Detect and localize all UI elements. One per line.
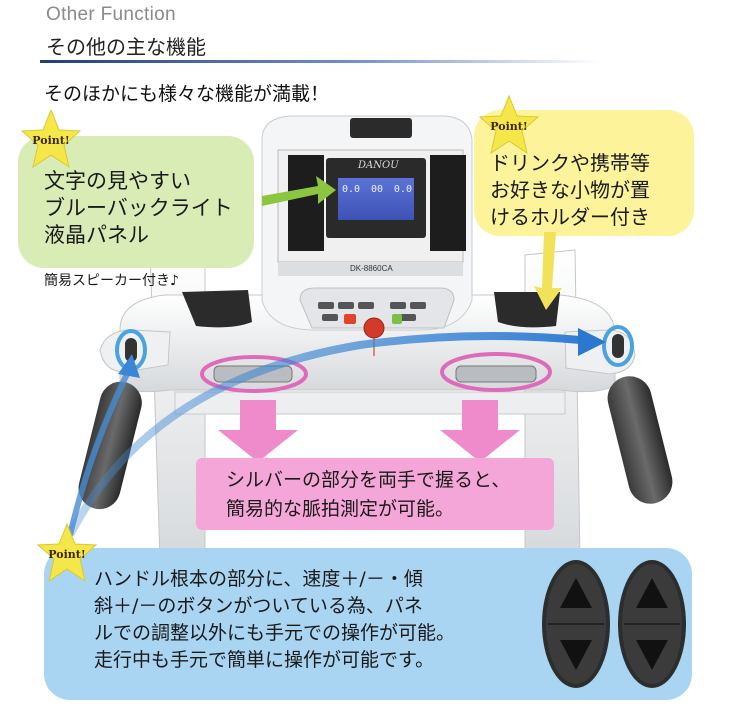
display-feature-text: 文字の見やすい ブルーバックライト 液晶パネル xyxy=(44,168,233,249)
header-divider xyxy=(40,60,600,63)
holder-feature-text: ドリンクや携帯等 お好きな小物が置 けるホルダー付き xyxy=(490,150,650,231)
lcd-value: 0.0 xyxy=(342,184,361,195)
point-star-icon: Point! xyxy=(20,108,82,169)
speaker-note: 簡易スピーカー付き♪ xyxy=(44,273,179,289)
handle-button-feature-line: ハンドル根本の部分に、速度＋/－・傾 xyxy=(94,568,423,590)
console-model: DK-8860CA xyxy=(350,264,393,273)
console-housing xyxy=(261,115,473,356)
pink-down-arrows xyxy=(218,400,520,462)
lcd-readout: 0.0 00 0.0 xyxy=(342,184,412,195)
down-triangle-icon xyxy=(560,640,592,670)
up-triangle-icon xyxy=(636,578,668,608)
intro-text: そのほかにも様々な機能が満載！ xyxy=(44,83,330,105)
point-badge-label: Point! xyxy=(32,134,69,147)
console-brand: DANOU xyxy=(358,160,399,171)
display-feature-line: 液晶パネル xyxy=(44,223,149,247)
holder-feature-line: お好きな小物が置 xyxy=(490,178,650,202)
pulse-feature-text: シルバーの部分を両手で握ると、 簡易的な脈拍測定が可能。 xyxy=(226,466,510,524)
down-triangle-icon xyxy=(636,640,668,670)
handle-button-closeup xyxy=(542,560,686,688)
holder-feature-line: ドリンクや携帯等 xyxy=(490,151,650,175)
display-feature-line: 文字の見やすい xyxy=(44,169,191,193)
handle-button-feature-line: 斜＋/－のボタンがついている為、パネ xyxy=(94,595,423,617)
point-star-icon: Point! xyxy=(36,522,98,583)
display-feature-line: ブルーバックライト xyxy=(44,196,233,220)
blue-pointer-arrow xyxy=(66,328,606,537)
pulse-feature-line: シルバーの部分を両手で握ると、 xyxy=(226,469,511,491)
yellow-pointer-arrow xyxy=(534,232,562,310)
up-triangle-icon xyxy=(560,578,592,608)
green-pointer-arrow xyxy=(262,176,336,206)
holder-feature-line: けるホルダー付き xyxy=(490,205,650,229)
header-title-en: Other Function xyxy=(46,4,176,25)
handle-button-feature-line: ルでの調整以外にも手元での操作が可能。 xyxy=(94,622,456,644)
point-star-icon: Point! xyxy=(478,94,540,155)
point-badge-label: Point! xyxy=(490,120,527,133)
point-badge-label: Point! xyxy=(48,548,85,561)
lcd-value: 0.0 xyxy=(393,184,412,195)
pulse-feature-line: 簡易的な脈拍測定が可能。 xyxy=(226,498,455,520)
handle-button-feature-line: 走行中も手元で簡単に操作が可能です。 xyxy=(94,649,435,671)
pulse-feature-box xyxy=(196,458,554,530)
lcd-screen xyxy=(338,178,414,220)
handle-button-feature-text: ハンドル根本の部分に、速度＋/－・傾 斜＋/－のボタンがついている為、パネ ルで… xyxy=(94,566,455,674)
lcd-value: 00 xyxy=(370,184,384,195)
header-title-jp: その他の主な機能 xyxy=(46,35,206,59)
